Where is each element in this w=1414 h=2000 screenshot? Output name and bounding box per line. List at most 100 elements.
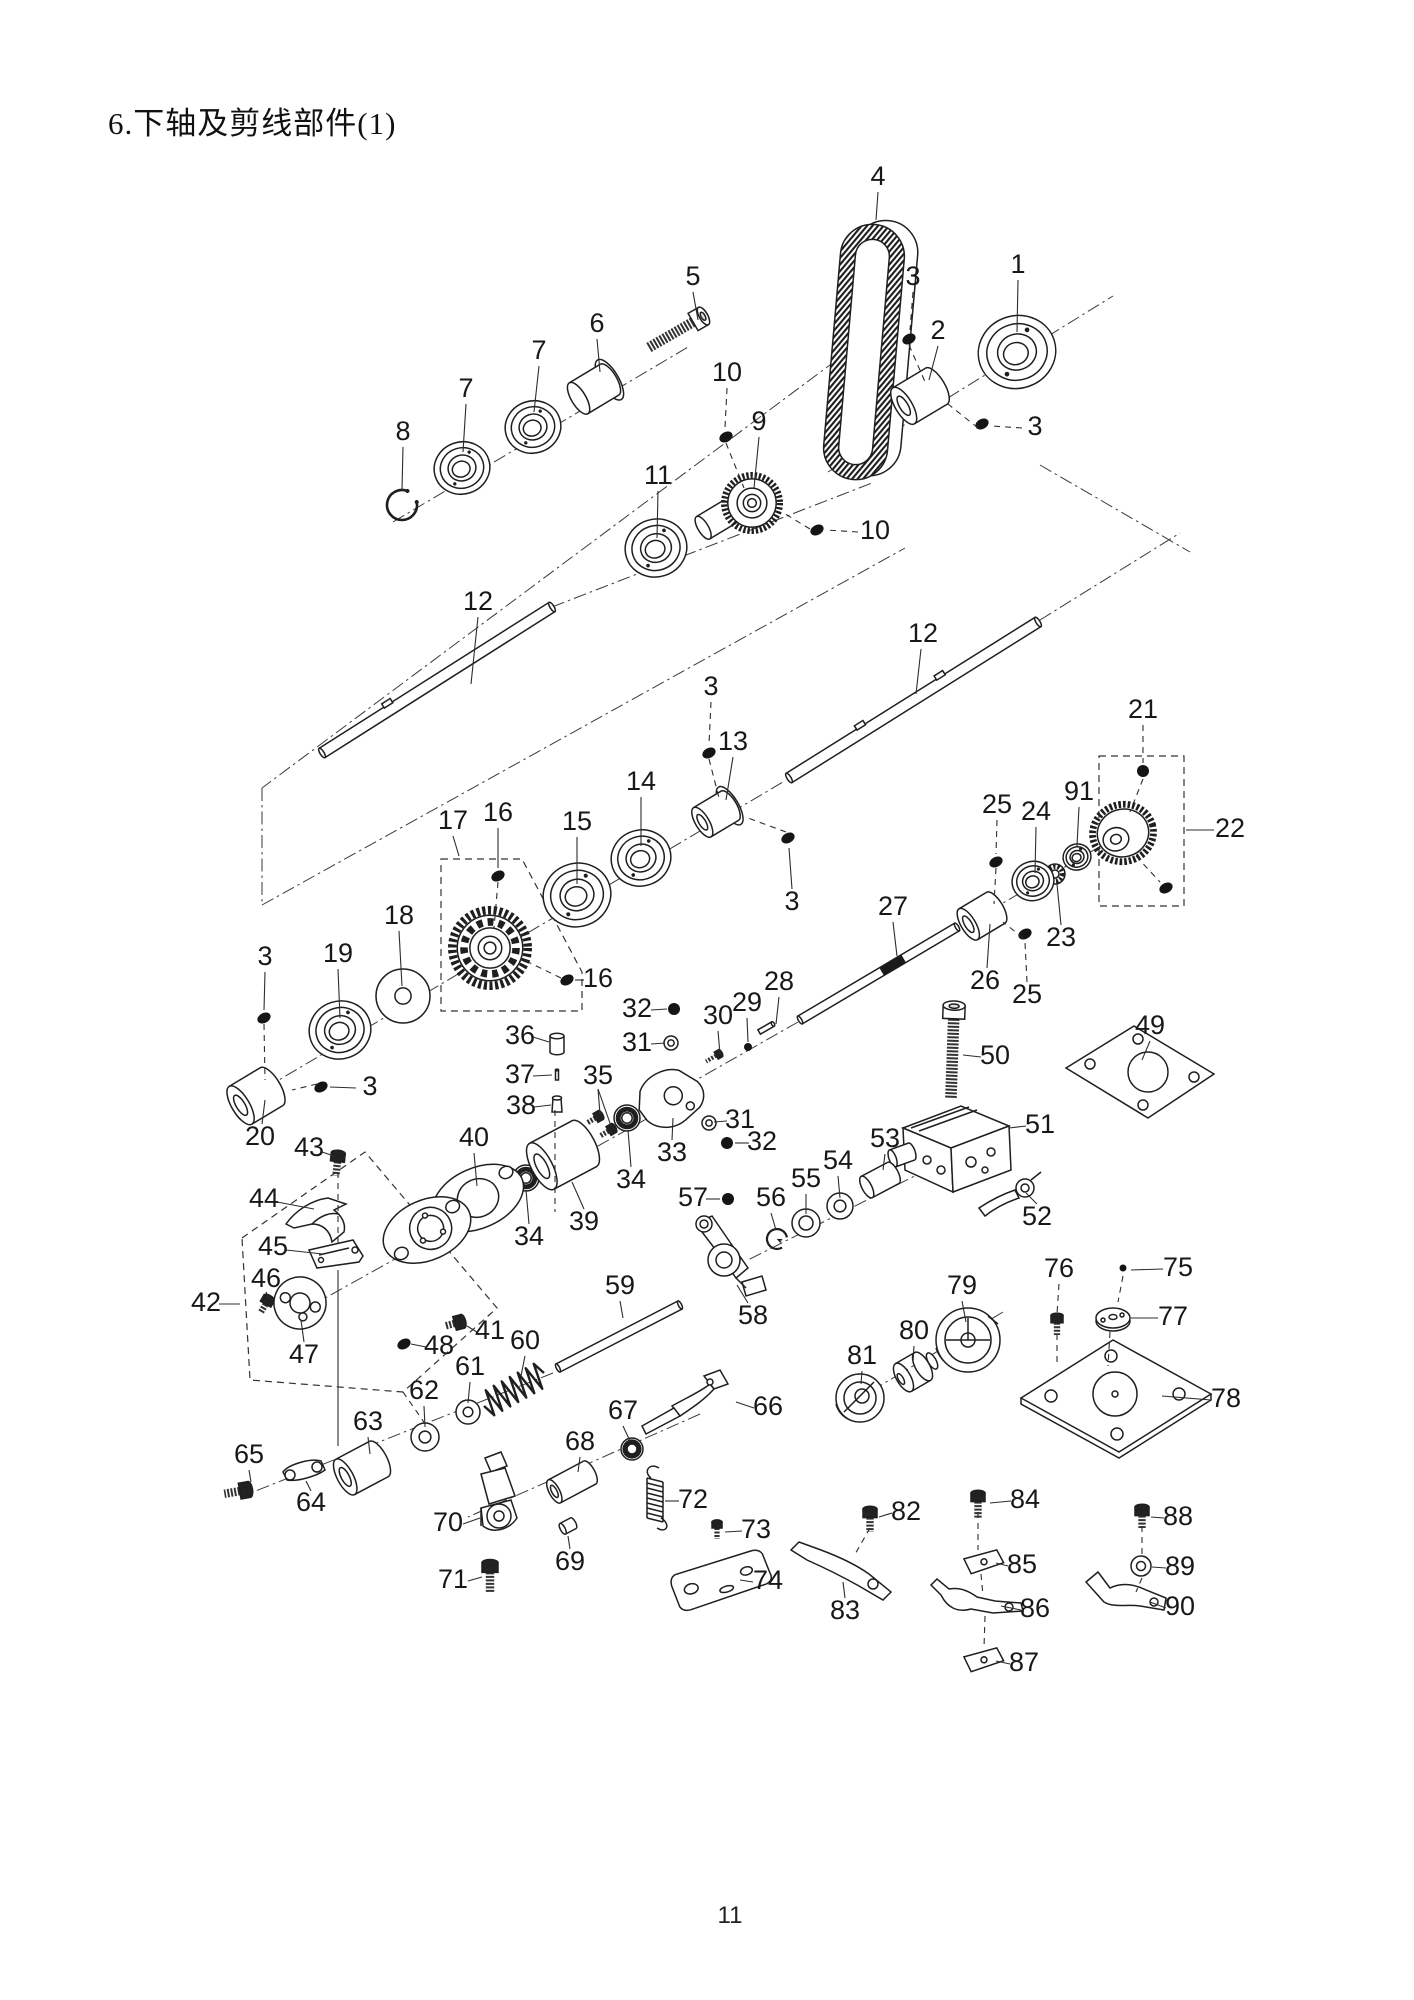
part-label-3: 3 [784,886,799,916]
part-label-84: 84 [1010,1484,1040,1514]
part-label-32: 32 [622,993,652,1023]
part-label-46: 46 [251,1263,281,1293]
part-label-9: 9 [751,406,766,436]
part-label-3: 3 [1027,411,1042,441]
part-label-31: 31 [725,1104,755,1134]
part-label-61: 61 [455,1351,485,1381]
part-label-14: 14 [626,766,656,796]
part-label-10: 10 [860,515,890,545]
part-label-71: 71 [438,1564,468,1594]
part-label-45: 45 [258,1231,288,1261]
part-label-15: 15 [562,806,592,836]
part-label-20: 20 [245,1121,275,1151]
part-label-63: 63 [353,1406,383,1436]
part-label-38: 38 [506,1090,536,1120]
part-label-3: 3 [703,671,718,701]
part-label-56: 56 [756,1182,786,1212]
part-label-55: 55 [791,1163,821,1193]
part-label-48: 48 [424,1330,454,1360]
part-label-70: 70 [433,1507,463,1537]
part-label-7: 7 [531,335,546,365]
part-label-53: 53 [870,1123,900,1153]
part-label-17: 17 [438,805,468,835]
page-title: 6.下轴及剪线部件(1) [108,106,397,141]
part-label-24: 24 [1021,796,1051,826]
part-label-30: 30 [703,1000,733,1030]
part-label-16: 16 [483,797,513,827]
part-label-10: 10 [712,357,742,387]
part-label-75: 75 [1163,1252,1193,1282]
part-label-2: 2 [930,315,945,345]
part-label-3: 3 [905,261,920,291]
part-label-35: 35 [583,1060,613,1090]
part-label-90: 90 [1165,1591,1195,1621]
part-label-81: 81 [847,1340,877,1370]
page-number: 11 [717,1902,743,1929]
group-boxes [241,755,1185,1393]
part-label-40: 40 [459,1122,489,1152]
part-label-3: 3 [362,1071,377,1101]
part-label-51: 51 [1025,1109,1055,1139]
part-label-23: 23 [1046,922,1076,952]
part-label-74: 74 [753,1565,783,1595]
part-label-16: 16 [583,963,613,993]
part-label-62: 62 [409,1375,439,1405]
part-label-85: 85 [1007,1549,1037,1579]
part-label-87: 87 [1009,1647,1039,1677]
part-label-37: 37 [505,1059,535,1089]
part-label-34: 34 [616,1164,646,1194]
part-label-86: 86 [1020,1593,1050,1623]
part-label-44: 44 [249,1183,279,1213]
part-label-21: 21 [1128,694,1158,724]
part-label-77: 77 [1158,1301,1188,1331]
part-label-28: 28 [764,966,794,996]
part-label-22: 22 [1215,813,1245,843]
part-label-32: 32 [747,1126,777,1156]
part-label-11: 11 [644,460,672,490]
part-label-80: 80 [899,1315,929,1345]
part-label-19: 19 [323,938,353,968]
part-label-18: 18 [384,900,414,930]
part-label-41: 41 [475,1315,505,1345]
part-label-47: 47 [289,1339,319,1369]
part-label-68: 68 [565,1426,595,1456]
part-label-27: 27 [878,891,908,921]
part-label-72: 72 [678,1484,708,1514]
part-label-33: 33 [657,1137,687,1167]
part-glyphs [223,219,1216,1673]
part-label-3: 3 [257,941,272,971]
part-label-6: 6 [589,308,604,338]
part-label-66: 66 [753,1391,783,1421]
leader-lines [219,191,1214,1665]
part-label-60: 60 [510,1325,540,1355]
part-label-36: 36 [505,1020,535,1050]
part-label-34: 34 [514,1221,544,1251]
part-label-78: 78 [1211,1383,1241,1413]
part-label-29: 29 [732,987,762,1017]
part-label-82: 82 [891,1496,921,1526]
part-label-76: 76 [1044,1253,1074,1283]
part-label-39: 39 [569,1206,599,1236]
part-label-73: 73 [741,1514,771,1544]
part-label-31: 31 [622,1027,652,1057]
part-label-91: 91 [1064,776,1094,806]
part-label-4: 4 [870,161,885,191]
part-label-58: 58 [738,1300,768,1330]
part-label-64: 64 [296,1487,326,1517]
part-label-25: 25 [982,789,1012,819]
part-label-8: 8 [395,416,410,446]
part-label-43: 43 [294,1132,324,1162]
part-label-79: 79 [947,1270,977,1300]
part-label-69: 69 [555,1546,585,1576]
part-label-54: 54 [823,1145,853,1175]
part-label-65: 65 [234,1439,264,1469]
part-label-88: 88 [1163,1501,1193,1531]
part-label-42: 42 [191,1287,221,1317]
part-label-13: 13 [718,726,748,756]
part-label-50: 50 [980,1040,1010,1070]
part-label-49: 49 [1135,1010,1165,1040]
